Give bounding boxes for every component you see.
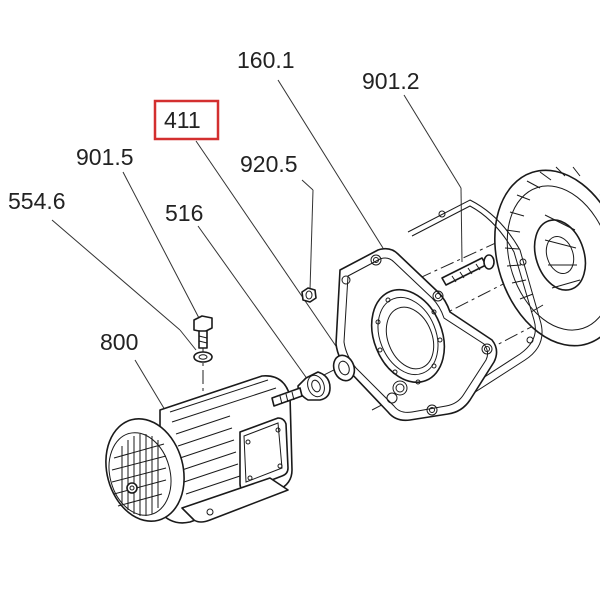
leader-901-5 xyxy=(122,171,201,321)
nut-920-5 xyxy=(301,287,317,303)
callout-411: 411 xyxy=(164,107,201,133)
bolt-901-5 xyxy=(193,315,213,349)
leader-554-6b xyxy=(179,329,197,351)
fan-housing xyxy=(494,166,600,347)
leader-lines xyxy=(51,79,463,411)
mounting-plate xyxy=(335,247,498,422)
leader-800 xyxy=(134,359,166,411)
leader-160-1 xyxy=(277,79,384,249)
callout-920-5: 920.5 xyxy=(240,151,298,177)
highlight-box-411 xyxy=(153,99,220,141)
washer-554-6 xyxy=(193,351,213,363)
bushing-516 xyxy=(297,371,331,401)
callout-516: 516 xyxy=(165,200,203,226)
callout-901-5: 901.5 xyxy=(76,144,134,170)
part-labels: 160.1 901.2 411 901.5 920.5 554.6 516 80… xyxy=(8,47,420,355)
callout-800: 800 xyxy=(100,329,138,355)
stud-901-2 xyxy=(441,254,495,286)
seal-ring-411 xyxy=(332,354,356,382)
leader-516 xyxy=(197,225,309,381)
callout-901-2: 901.2 xyxy=(362,68,420,94)
leader-920-5b xyxy=(309,189,314,291)
leader-554-6 xyxy=(51,219,181,331)
leader-901-2 xyxy=(403,94,462,189)
leader-920-5 xyxy=(301,179,314,191)
leader-901-2b xyxy=(460,187,463,263)
callout-160-1: 160.1 xyxy=(237,47,295,73)
leader-411 xyxy=(195,140,341,353)
callout-554-6: 554.6 xyxy=(8,188,66,214)
motor-800 xyxy=(105,375,303,524)
